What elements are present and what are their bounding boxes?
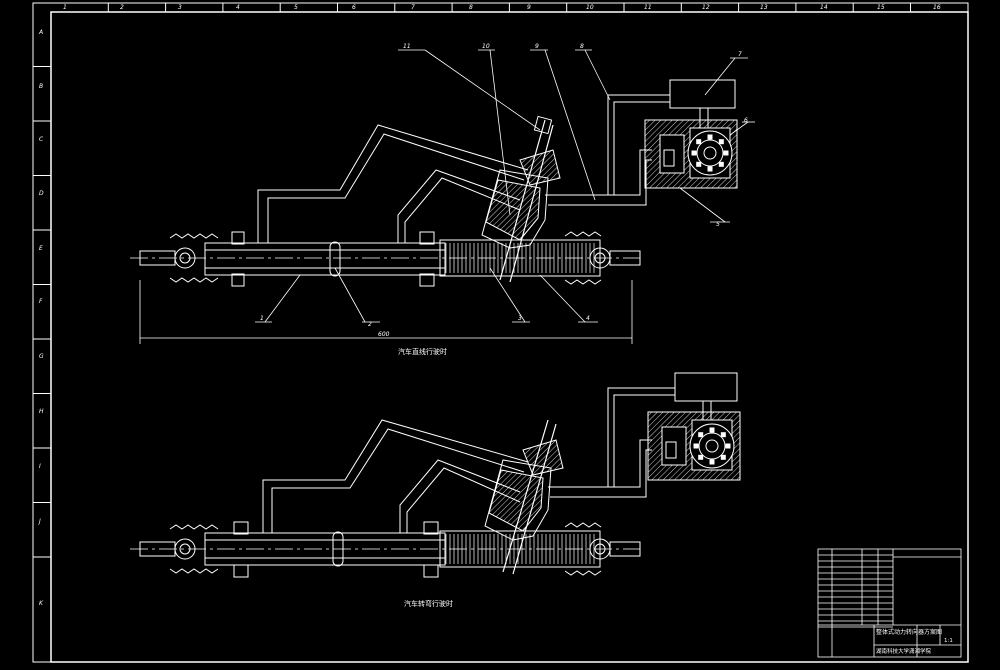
col-label: 16 xyxy=(933,4,941,11)
row-label: D xyxy=(39,190,44,197)
col-label: 10 xyxy=(586,4,594,11)
col-label: 4 xyxy=(236,4,240,11)
pump-vane xyxy=(698,432,704,438)
pump-vane xyxy=(723,150,729,156)
lower-right-ball-joint xyxy=(589,538,641,560)
col-label: 9 xyxy=(527,4,531,11)
lower-steering-gear-view xyxy=(130,372,741,578)
oil-pump xyxy=(644,119,738,189)
callout-8: 8 xyxy=(580,43,584,50)
col-label: 7 xyxy=(411,4,415,11)
school-line: 湖南科技大学潇湘学院 xyxy=(876,647,932,655)
upper-callout-numbers: 1 2 3 4 5 6 7 8 9 10 11 600 xyxy=(260,43,748,338)
pinion-valve-housing xyxy=(481,115,561,283)
lower-oil-pump xyxy=(647,411,741,481)
pump-vane xyxy=(707,134,713,140)
col-label: 11 xyxy=(644,4,652,11)
pump-vane xyxy=(718,139,724,145)
row-label: F xyxy=(39,298,43,305)
rack-teeth xyxy=(439,239,601,277)
callout-6: 6 xyxy=(744,117,748,124)
piston xyxy=(329,241,341,277)
pump-vane xyxy=(709,427,715,433)
hydraulic-line-left xyxy=(257,124,529,243)
callout-2: 2 xyxy=(368,321,372,328)
upper-view-caption: 汽车直线行驶时 xyxy=(398,347,447,356)
col-label: 3 xyxy=(178,4,182,11)
row-label: B xyxy=(39,83,43,90)
frame-column-labels: 1 2 3 4 5 6 7 8 9 10 11 12 13 14 15 16 xyxy=(63,4,941,11)
dimension-value: 600 xyxy=(378,331,390,338)
upper-callout-leaders xyxy=(255,49,755,323)
drawing-title: 整体式动力转向器方案图 xyxy=(876,628,942,636)
right-ball-joint xyxy=(589,247,641,269)
col-label: 1 xyxy=(63,4,67,11)
frame-row-labels: A B C D E F G H I J K xyxy=(38,29,44,607)
pump-vane xyxy=(698,454,704,460)
col-label: 6 xyxy=(352,4,356,11)
pump-vane xyxy=(720,454,726,460)
title-block xyxy=(817,548,962,658)
pump-vane xyxy=(720,432,726,438)
col-label: 14 xyxy=(820,4,828,11)
col-label: 12 xyxy=(702,4,710,11)
hydraulic-line-mid xyxy=(397,169,521,243)
pump-vane xyxy=(718,161,724,167)
upper-steering-gear-view xyxy=(130,79,738,344)
callout-1: 1 xyxy=(260,315,264,322)
hydraulic-line-supply xyxy=(607,94,670,195)
col-label: 5 xyxy=(294,4,298,11)
callout-3: 3 xyxy=(518,315,522,322)
oil-reservoir xyxy=(669,79,736,109)
row-label: A xyxy=(38,29,43,36)
col-label: 2 xyxy=(120,4,124,11)
row-label: I xyxy=(39,463,41,470)
pump-vane xyxy=(725,443,731,449)
callout-11: 11 xyxy=(403,43,411,50)
hydraulic-line-return xyxy=(545,149,652,196)
pump-vane xyxy=(707,166,713,172)
pump-vane xyxy=(696,161,702,167)
pump-vane xyxy=(691,150,697,156)
col-label: 15 xyxy=(877,4,885,11)
lower-left-ball-joint xyxy=(139,538,196,560)
pump-vane xyxy=(693,443,699,449)
row-label: C xyxy=(39,136,44,143)
right-bellows xyxy=(564,231,602,285)
callout-9: 9 xyxy=(535,43,539,50)
row-label: H xyxy=(39,408,44,415)
left-bellows xyxy=(169,233,219,283)
callout-7: 7 xyxy=(738,51,742,58)
callout-5: 5 xyxy=(716,221,720,228)
col-label: 8 xyxy=(469,4,473,11)
col-label: 13 xyxy=(760,4,768,11)
callout-4: 4 xyxy=(586,315,590,322)
callout-10: 10 xyxy=(482,43,490,50)
row-label: G xyxy=(39,353,44,360)
overall-length-dimension xyxy=(139,280,633,344)
power-cylinder xyxy=(204,242,446,276)
left-ball-joint xyxy=(139,247,196,269)
scale-value: 1:1 xyxy=(944,638,953,644)
row-label: E xyxy=(39,245,43,252)
row-label: J xyxy=(38,518,41,525)
pump-vane xyxy=(709,459,715,465)
lower-power-cylinder xyxy=(204,532,446,566)
lower-view-caption: 汽车转弯行驶时 xyxy=(404,599,453,608)
lower-oil-reservoir xyxy=(674,372,738,402)
row-label: K xyxy=(39,600,44,607)
drawing-frame xyxy=(32,2,969,663)
pump-vane xyxy=(696,139,702,145)
title-block-text: 整体式动力转向器方案图 1:1 湖南科技大学潇湘学院 xyxy=(876,628,953,655)
